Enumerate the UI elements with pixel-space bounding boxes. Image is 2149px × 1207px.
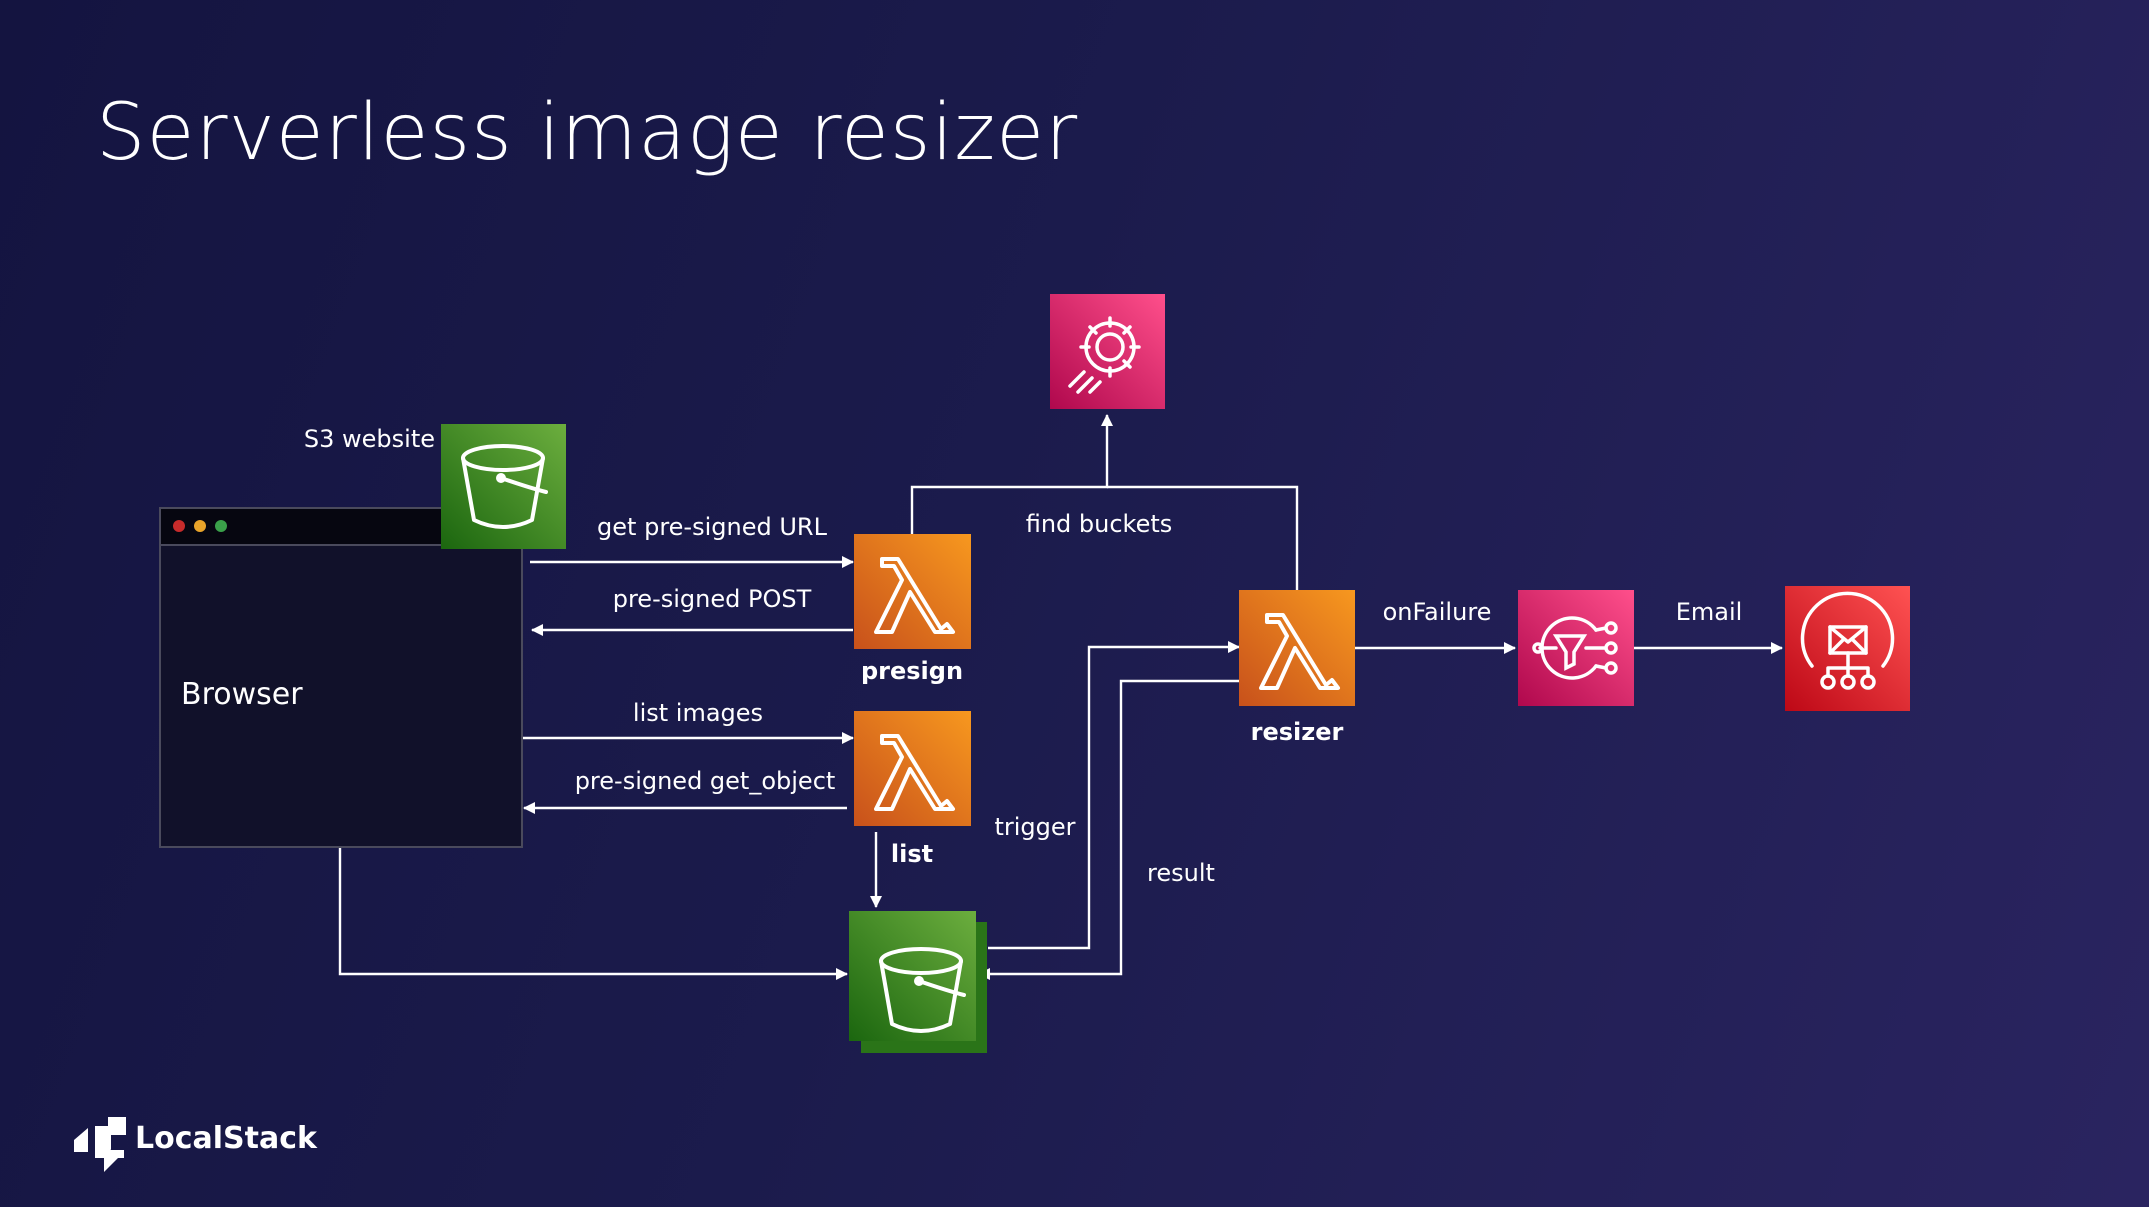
sns-topic-icon — [1532, 616, 1618, 680]
window-close-dot — [173, 520, 185, 532]
browser-window: Browser — [159, 507, 523, 848]
edge-label-find-buckets: find buckets — [1026, 510, 1173, 538]
edge-label-on-failure: onFailure — [1383, 598, 1492, 626]
window-minimize-dot — [194, 520, 206, 532]
lambda-list-node — [854, 711, 971, 826]
systems-manager-gear-icon — [1068, 316, 1141, 394]
localstack-logo: LocalStack — [74, 1117, 318, 1172]
edge-find-buckets-resizer — [1107, 485, 1299, 590]
edge-label-list-images: list images — [633, 699, 763, 727]
edge-label-presigned-post: pre-signed POST — [613, 585, 812, 613]
window-maximize-dot — [215, 520, 227, 532]
s3-bucket-icon — [879, 947, 966, 1033]
resizer-label: resizer — [1251, 718, 1344, 746]
edge-browser-upload — [338, 847, 848, 980]
browser-label: Browser — [181, 677, 303, 712]
ssm-node — [1050, 294, 1165, 409]
lambda-icon — [1259, 613, 1340, 690]
presign-label: presign — [861, 657, 963, 685]
page-title: Serverless image resizer — [96, 88, 1079, 178]
s3-website-label: S3 website — [304, 425, 435, 453]
list-label: list — [891, 840, 933, 868]
edge-label-presigned-get-object: pre-signed get_object — [575, 767, 836, 795]
edge-result — [978, 679, 1239, 980]
edges — [338, 414, 1783, 980]
lambda-icon — [874, 734, 955, 811]
logo-text: LocalStack — [135, 1121, 318, 1156]
lambda-presign-node — [854, 534, 971, 649]
localstack-logo-icon — [74, 1117, 126, 1172]
s3-images-node — [849, 911, 987, 1053]
edge-label-trigger: trigger — [994, 813, 1075, 841]
edge-trigger — [988, 641, 1240, 950]
lambda-icon — [874, 557, 955, 634]
ses-node — [1785, 586, 1910, 711]
edge-label-result: result — [1147, 859, 1215, 887]
ses-email-icon — [1800, 591, 1895, 690]
edge-find-buckets-presign — [910, 414, 1113, 534]
sns-node — [1518, 590, 1634, 706]
edge-label-email: Email — [1676, 598, 1743, 626]
lambda-resizer-node — [1239, 590, 1355, 706]
s3-bucket-icon — [461, 444, 548, 529]
s3-website-node — [441, 424, 566, 549]
edge-label-get-presigned-url: get pre-signed URL — [597, 513, 828, 541]
